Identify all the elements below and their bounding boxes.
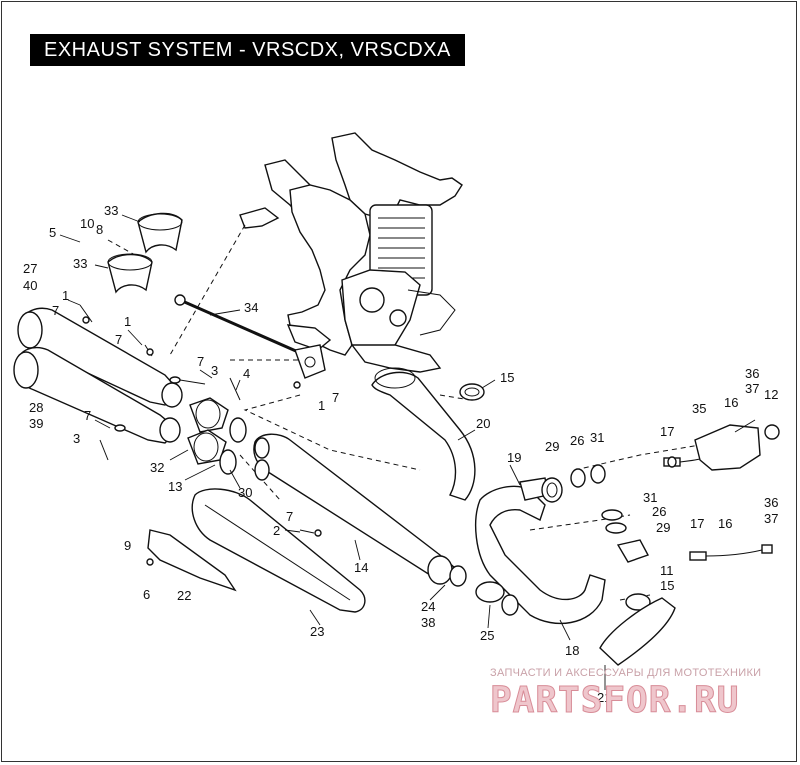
callout-13: 13 xyxy=(168,479,182,494)
callout-36b: 36 xyxy=(764,495,778,510)
heat-shield-long xyxy=(191,488,366,613)
leader-lines xyxy=(59,214,606,690)
callout-28: 28 xyxy=(29,400,43,415)
callout-32: 32 xyxy=(150,460,164,475)
callout-12: 12 xyxy=(764,387,778,402)
muffler-lower xyxy=(13,346,181,444)
heat-shield-lower xyxy=(107,253,153,294)
gaskets-upper xyxy=(541,464,606,503)
heat-shield-small xyxy=(147,529,237,592)
callout-29b: 29 xyxy=(656,520,670,535)
callout-20: 20 xyxy=(476,416,490,431)
callout-14: 14 xyxy=(354,560,368,575)
callout-7b: 7 xyxy=(115,332,122,347)
callout-10: 10 xyxy=(80,216,94,231)
callout-21: 21 xyxy=(597,690,611,705)
watermark-logo: PARTSFOR.RU xyxy=(489,680,740,722)
tailpipe-tip xyxy=(599,597,676,666)
callout-19: 19 xyxy=(507,450,521,465)
callout-24: 24 xyxy=(421,599,435,614)
callout-3a: 3 xyxy=(211,363,218,378)
callout-31b: 31 xyxy=(643,490,657,505)
callout-4: 4 xyxy=(243,366,250,381)
callout-30: 30 xyxy=(238,485,252,500)
callout-7e: 7 xyxy=(84,408,91,423)
watermark-tagline: ЗАПЧАСТИ И АКСЕССУАРЫ ДЛЯ МОТОТЕХНИКИ xyxy=(490,667,762,679)
callout-25: 25 xyxy=(480,628,494,643)
band-clamp xyxy=(475,581,519,616)
callout-3b: 3 xyxy=(73,431,80,446)
callout-7d: 7 xyxy=(332,390,339,405)
callout-labels: 33 10 8 5 33 27 40 1 7 1 7 34 7 3 4 1 7 … xyxy=(23,203,778,705)
clamp-top xyxy=(459,383,485,401)
callout-8: 8 xyxy=(96,222,103,237)
callout-38: 38 xyxy=(421,615,435,630)
callout-17a: 17 xyxy=(660,424,674,439)
callout-1a: 1 xyxy=(62,288,69,303)
frame-assembly xyxy=(239,132,463,373)
callout-9: 9 xyxy=(124,538,131,553)
callout-18: 18 xyxy=(565,643,579,658)
callout-16b: 16 xyxy=(718,516,732,531)
gaskets-lower xyxy=(601,509,650,563)
heat-shield-upper xyxy=(137,212,183,254)
collector-outlet xyxy=(427,555,467,587)
callout-7a: 7 xyxy=(52,303,59,318)
sleeve-upper xyxy=(189,397,229,433)
clamp-lower xyxy=(625,593,651,611)
callout-7f: 7 xyxy=(286,509,293,524)
page-title: EXHAUST SYSTEM - VRSCDX, VRSCDXA xyxy=(30,34,465,66)
callout-34: 34 xyxy=(244,300,258,315)
callout-27: 27 xyxy=(23,261,37,276)
callout-29a: 29 xyxy=(545,439,559,454)
callout-40: 40 xyxy=(23,278,37,293)
callout-26a: 26 xyxy=(570,433,584,448)
callout-1b: 1 xyxy=(124,314,131,329)
callout-15a: 15 xyxy=(500,370,514,385)
callout-35: 35 xyxy=(692,401,706,416)
header-pipe-front xyxy=(371,367,476,501)
callout-11: 11 xyxy=(660,563,674,578)
callout-23: 23 xyxy=(310,624,324,639)
sensor-cover xyxy=(694,419,780,471)
callout-37b: 37 xyxy=(764,511,778,526)
hardware xyxy=(79,304,322,566)
callout-31a: 31 xyxy=(590,430,604,445)
callout-39: 39 xyxy=(29,416,43,431)
callout-17b: 17 xyxy=(690,516,704,531)
callout-36a: 36 xyxy=(745,366,759,381)
callout-16a: 16 xyxy=(724,395,738,410)
sleeve-lower xyxy=(187,429,227,465)
callout-26b: 26 xyxy=(652,504,666,519)
callout-33b: 33 xyxy=(73,256,87,271)
callout-5: 5 xyxy=(49,225,56,240)
clamp-pair xyxy=(219,417,247,475)
callout-15b: 15 xyxy=(660,578,674,593)
callout-22: 22 xyxy=(177,588,191,603)
callout-6: 6 xyxy=(143,587,150,602)
callout-33a: 33 xyxy=(104,203,118,218)
callout-7c: 7 xyxy=(197,354,204,369)
callout-2: 2 xyxy=(273,523,280,538)
callout-37a: 37 xyxy=(745,381,759,396)
callout-1c: 1 xyxy=(318,398,325,413)
muffler-upper xyxy=(17,307,183,408)
support-rod xyxy=(174,294,326,379)
o2-sensor-lower xyxy=(689,544,773,561)
